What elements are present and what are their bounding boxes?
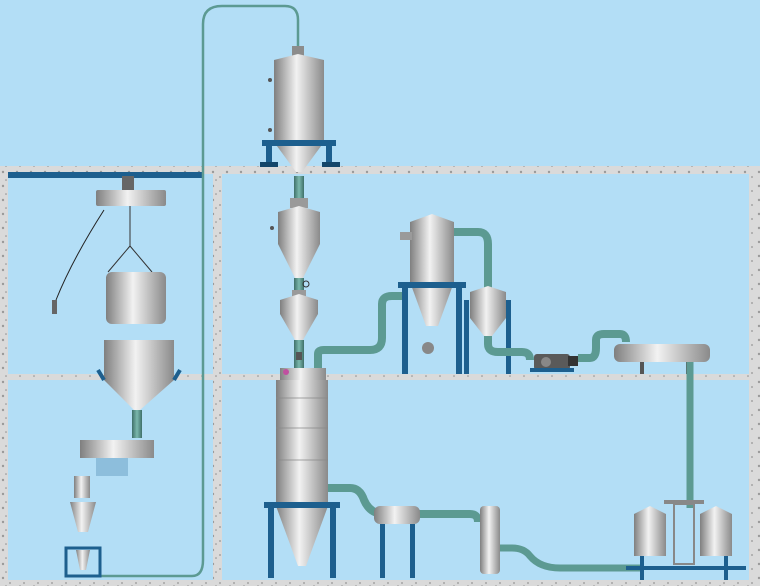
middle-floor-slab [0,374,760,380]
center-column [213,166,222,586]
condenser [614,344,710,374]
vapor-line-to-cyclone [314,292,408,368]
reactor-outlet-line [328,484,482,523]
lifted-drum [106,272,166,324]
right-wall [749,166,760,586]
silo-outlet-pipe [294,176,304,200]
building-structure [0,166,760,586]
crane-rail [8,172,202,178]
cyclone-separator [398,214,466,374]
line-cyclone-to-filter [454,228,492,288]
ground-floor-slab [0,580,760,586]
left-wall [0,166,8,586]
dust-filter [464,286,511,374]
vertical-separator [480,506,640,574]
pneumatic-transfer-line [92,4,300,578]
intermediate-hopper [270,198,320,290]
separator-outlet-line [500,544,640,572]
twin-receiver-tanks [626,500,746,580]
inline-exchanger [374,506,420,578]
line-filter-to-pump [484,336,534,361]
line-pump-to-condenser [578,330,630,362]
feed-hopper [96,340,182,438]
screw-feeder [64,440,154,578]
top-storage-silo [260,46,340,172]
small-weigh-hopper [280,290,318,370]
upper-floor-slab [0,166,760,174]
vacuum-pump [530,354,578,372]
main-reactor-vessel [264,368,340,578]
electric-hoist [52,176,166,314]
